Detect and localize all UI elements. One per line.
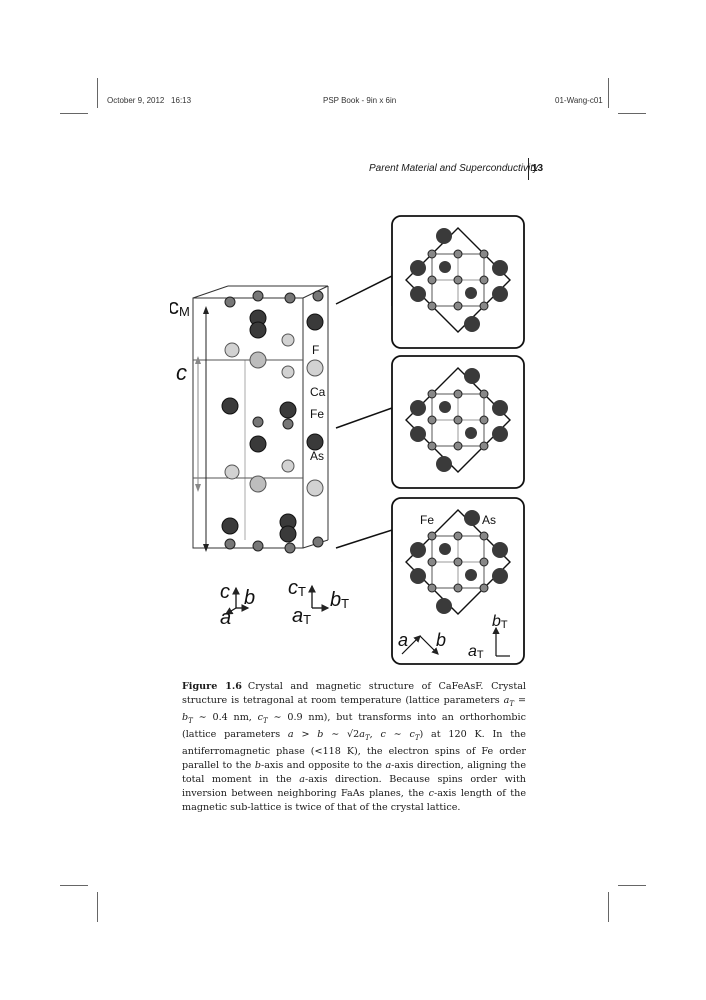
header-book: PSP Book - 9in x 6in xyxy=(323,96,397,105)
crop-mark xyxy=(60,885,88,886)
magnetic-panel-middle xyxy=(391,355,525,489)
running-head-title: Parent Material and Superconductivity xyxy=(369,163,538,174)
header-chapter: 01-Wang-c01 xyxy=(555,96,603,105)
label-As: As xyxy=(310,449,324,463)
crop-mark xyxy=(608,892,609,922)
figure-label: Figure 1.6 xyxy=(182,681,242,692)
crop-mark xyxy=(618,885,646,886)
label-Fe: Fe xyxy=(310,407,324,421)
panel3-axis-b: b xyxy=(436,630,446,650)
crop-mark xyxy=(97,892,98,922)
unit-cell xyxy=(192,285,329,549)
crop-mark xyxy=(60,113,88,114)
caption-text: Crystal and magnetic structure of CaFeAs… xyxy=(182,681,527,813)
label-cm: cM xyxy=(170,294,190,319)
axis-cT: cT xyxy=(288,577,306,599)
crop-mark xyxy=(97,78,98,108)
crop-mark xyxy=(618,113,646,114)
label-F: F xyxy=(312,343,319,357)
axis-triad-T: cT bT aT xyxy=(288,577,349,627)
axis-a: a xyxy=(220,607,231,629)
atoms xyxy=(221,290,324,554)
axis-c: c xyxy=(220,581,230,603)
axis-bT: bT xyxy=(330,589,349,611)
running-head-rule xyxy=(528,158,529,180)
label-Ca: Ca xyxy=(310,385,326,399)
label-c: c xyxy=(176,360,187,385)
header-date: October 9, 2012 16:13 xyxy=(107,96,192,105)
page-number: 13 xyxy=(532,163,544,174)
magnetic-panel-top xyxy=(391,215,525,349)
crop-mark xyxy=(608,78,609,108)
panel3-axis-aT: aT xyxy=(468,643,484,661)
panel3-label-As: As xyxy=(482,513,496,527)
axis-b: b xyxy=(244,587,255,609)
axis-triad-abc: c b a xyxy=(220,581,255,629)
axis-aT: aT xyxy=(292,605,311,627)
crystal-structure-figure: cM c F Ca Fe As xyxy=(170,215,525,665)
panel3-axis-bT: bT xyxy=(492,613,508,631)
magnetic-panel-bottom: Fe As a b bT aT xyxy=(391,497,525,665)
panel3-axis-a: a xyxy=(398,630,408,650)
panel3-label-Fe: Fe xyxy=(420,513,434,527)
header-time: 16:13 xyxy=(171,96,192,105)
